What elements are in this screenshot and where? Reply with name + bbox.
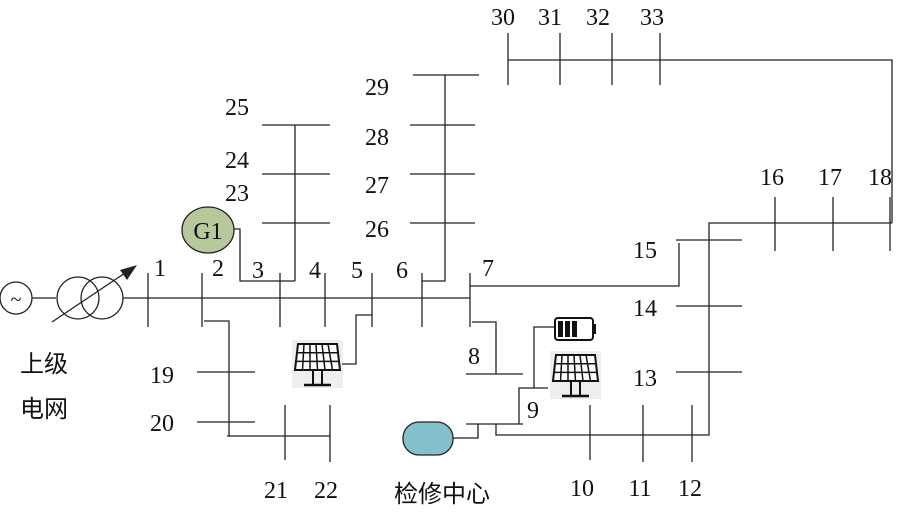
bus-label: 31 — [538, 5, 562, 31]
bus-label: 3 — [252, 258, 264, 284]
bus-label: 27 — [365, 173, 389, 199]
bus-label: 32 — [586, 5, 610, 31]
bus-label: 11 — [628, 476, 651, 502]
transformer-icon — [51, 265, 137, 323]
battery-icon — [554, 317, 596, 341]
bus-label: 6 — [396, 258, 408, 284]
bus-label: 29 — [365, 75, 389, 101]
bus-label: 21 — [264, 478, 288, 504]
bus-label: 17 — [818, 165, 842, 191]
bus-label: 25 — [225, 95, 249, 121]
bus-label: 12 — [678, 476, 702, 502]
repair-center-label: 检修中心 — [394, 480, 490, 508]
bus-label: 20 — [150, 411, 174, 437]
bus-label: 16 — [760, 165, 784, 191]
bus-label: 5 — [351, 258, 363, 284]
bus-label: 13 — [633, 366, 657, 392]
bus-label: 30 — [491, 5, 515, 31]
bus-label: 2 — [212, 256, 224, 282]
ac-source-icon: ~ — [0, 281, 33, 315]
bus-label: 23 — [225, 181, 249, 207]
repair-center-icon — [402, 421, 454, 456]
bus-label: 28 — [365, 125, 389, 151]
bus-label: 14 — [633, 296, 657, 322]
bus-label: 24 — [225, 148, 249, 174]
bus-label: 8 — [468, 344, 480, 370]
bus-label: 18 — [868, 165, 892, 191]
generator-g1 — [181, 206, 235, 254]
solar-panel-icon — [292, 340, 343, 388]
bus-label: 22 — [314, 478, 338, 504]
bus-label: 26 — [365, 217, 389, 243]
bus-label: 10 — [570, 476, 594, 502]
bus-label: 19 — [150, 363, 174, 389]
bus-label: 7 — [482, 256, 494, 282]
svg-text:~: ~ — [11, 289, 22, 311]
upstream-grid-label: 上级 — [20, 350, 68, 378]
bus-label: 15 — [633, 238, 657, 264]
bus-label: 1 — [154, 256, 166, 282]
bus-label: 33 — [640, 5, 664, 31]
bus-label: 4 — [309, 258, 321, 284]
solar-panel-icon — [550, 351, 601, 399]
bus-label: 9 — [527, 398, 539, 424]
generator-label: G1 — [193, 219, 222, 245]
upstream-grid-label: 电网 — [20, 395, 68, 423]
